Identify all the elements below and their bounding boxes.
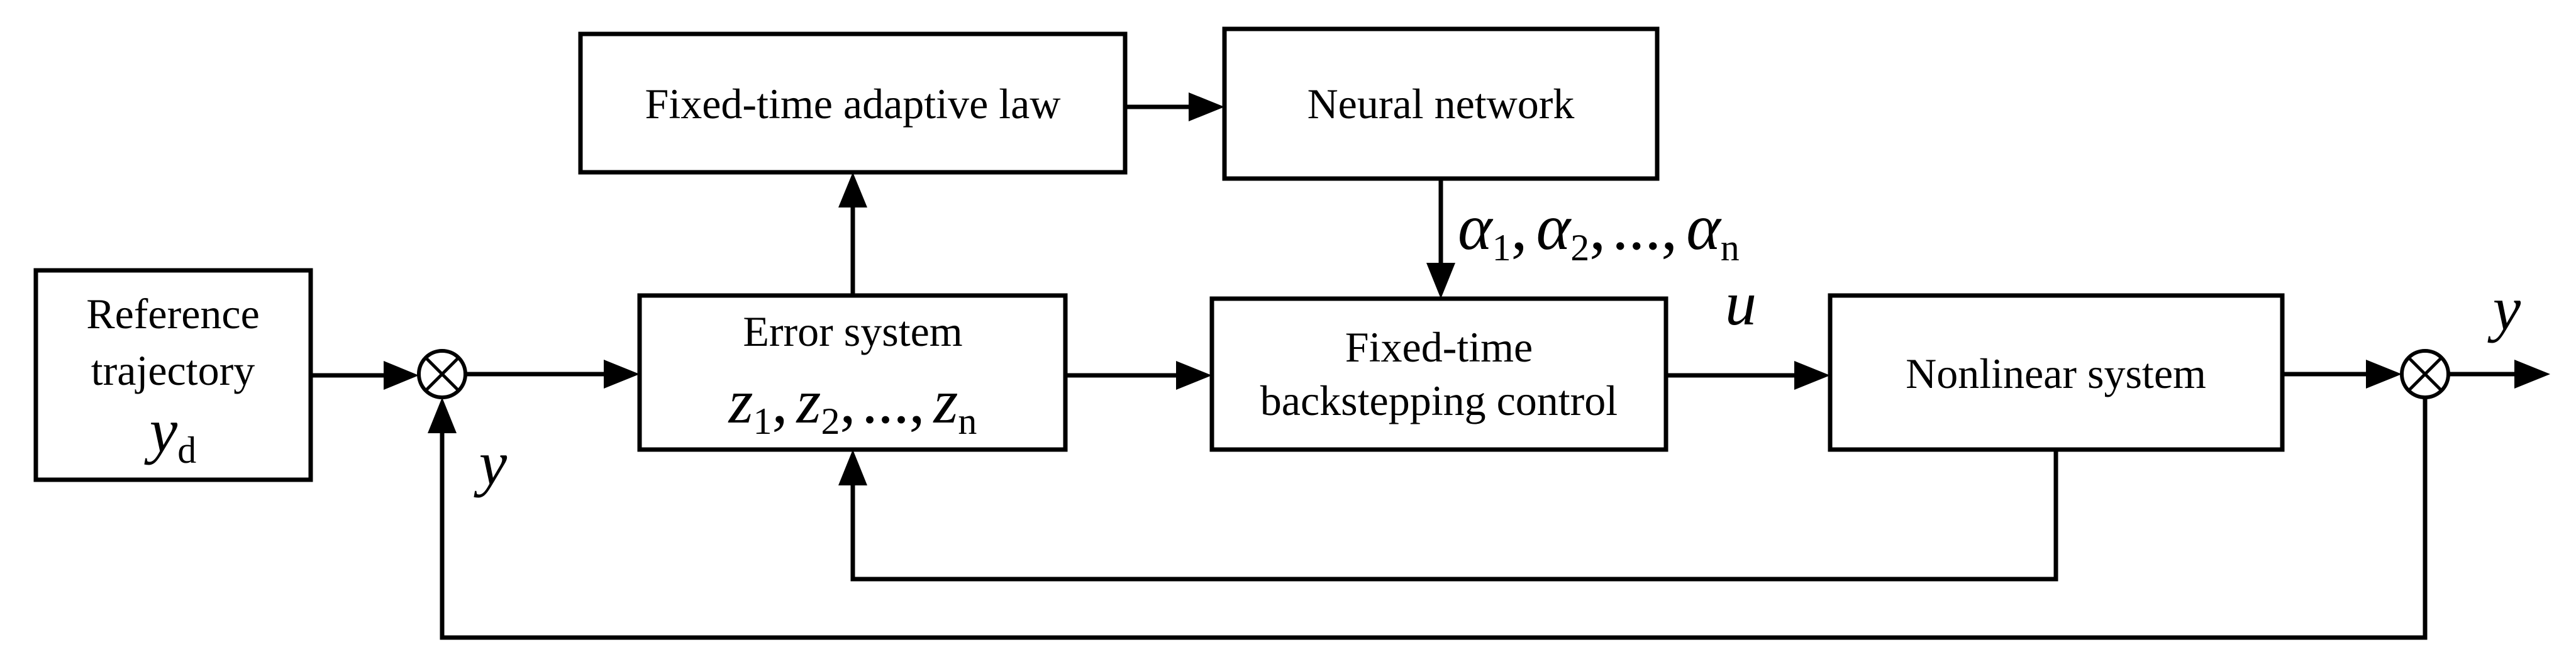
input-summing-junction [417, 349, 467, 399]
reference-signal-yd: yd [144, 395, 196, 471]
backstepping-control-block: Fixed-time backstepping control [1209, 296, 1668, 452]
arrow-reference-to-sum [311, 361, 419, 390]
alpha-signal-label: α1,α2,...,αn [1458, 191, 1740, 268]
reference-trajectory-block: Reference trajectory yd [33, 268, 313, 482]
error-system-formula: z1,z2,...,zn [728, 367, 977, 442]
arrow-sum-to-error-system [465, 360, 640, 389]
arrow-neural-network-to-backstepping [1426, 179, 1455, 299]
control-input-u-label: u [1725, 268, 1757, 338]
adaptive-law-label: Fixed-time adaptive law [645, 80, 1061, 128]
backstepping-label-line2: backstepping control [1260, 377, 1618, 424]
arrow-error-to-adaptive-law [838, 172, 867, 296]
inner-feedback-loop [838, 450, 2058, 582]
arrow-nonlinear-to-output-sum [2282, 360, 2402, 389]
nonlinear-system-label: Nonlinear system [1906, 350, 2206, 397]
arrow-backstepping-to-nonlinear [1666, 361, 1830, 390]
arrow-adaptive-law-to-neural-network [1125, 92, 1224, 121]
feedback-y-label: y [474, 428, 508, 498]
adaptive-law-block: Fixed-time adaptive law [578, 31, 1128, 175]
reference-label-line1: Reference [86, 290, 260, 338]
output-summing-junction [2400, 349, 2450, 399]
arrow-error-to-backstepping [1065, 361, 1212, 390]
neural-network-block: Neural network [1222, 26, 1660, 181]
neural-network-label: Neural network [1307, 80, 1575, 128]
nonlinear-system-block: Nonlinear system [1828, 293, 2285, 452]
reference-label-line2: trajectory [91, 346, 255, 394]
backstepping-label-line1: Fixed-time [1345, 323, 1533, 371]
outer-feedback-loop [428, 397, 2428, 640]
arrow-output-y [2448, 360, 2550, 389]
error-system-block: Error system z1,z2,...,zn [637, 293, 1068, 452]
error-system-label: Error system [743, 307, 962, 355]
output-y-label: y [2487, 274, 2521, 343]
